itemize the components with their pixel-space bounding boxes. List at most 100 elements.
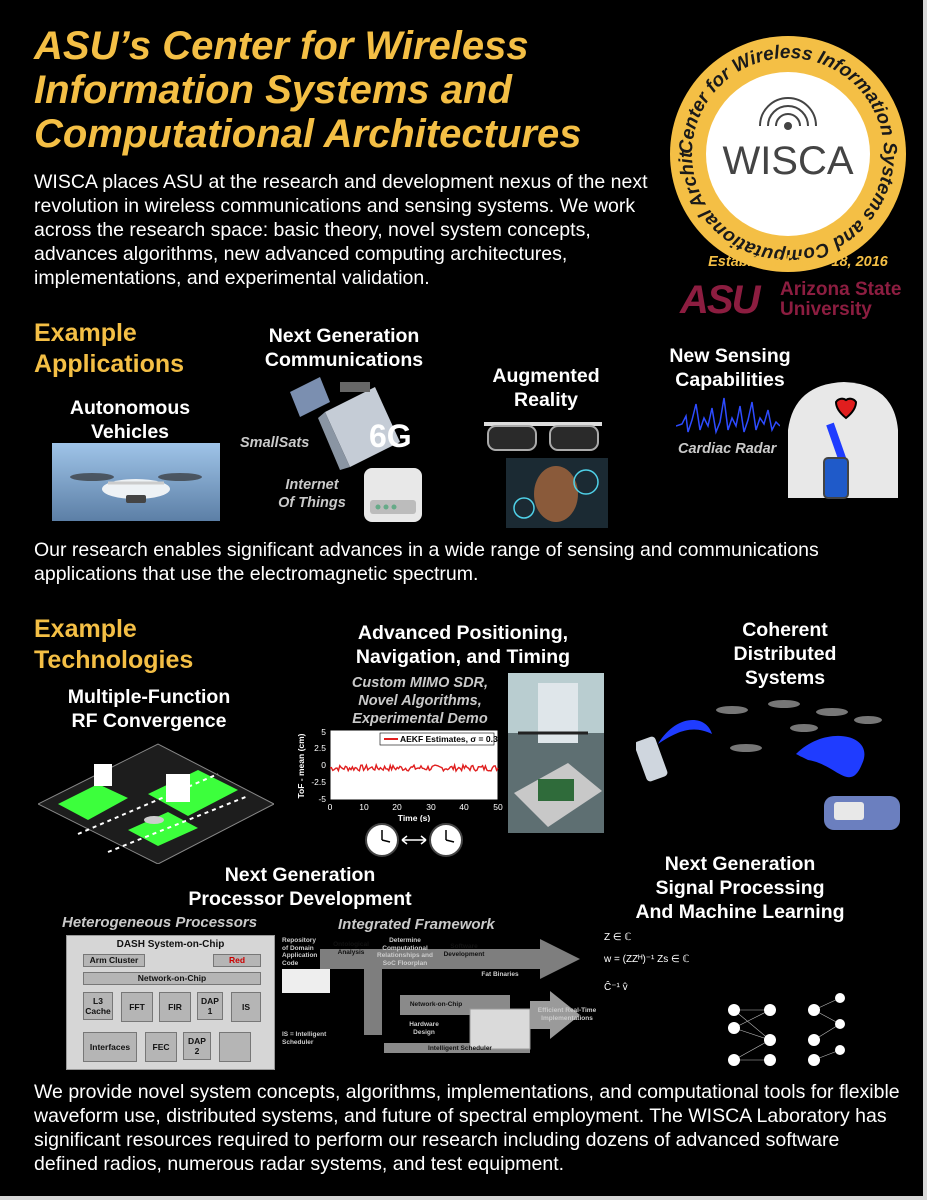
iot-device-image [364, 468, 422, 522]
logo-wave-icon [759, 97, 817, 130]
dash-block-dap2: DAP 2 [183, 1032, 211, 1060]
iot-label-line1: Internet [285, 477, 339, 493]
ar-line1: Augmented [492, 365, 600, 387]
pnt-sub3: Experimental Demo [352, 711, 488, 727]
sensing-line2: Capabilities [675, 369, 785, 391]
rf-line1: Multiple-Function [67, 686, 231, 708]
wisca-logo: Center for Wireless Information Systems … [668, 34, 906, 272]
technologies-heading: Example Technologies [34, 614, 193, 676]
coherent-distributed-image [636, 700, 900, 830]
tof-ytick-4: -2.5 [311, 777, 326, 787]
closing-paragraph: We provide novel system concepts, algori… [34, 1081, 900, 1175]
rf-heading: Multiple-Function RF Convergence [34, 685, 264, 733]
pnt-sub1: Custom MIMO SDR, [351, 675, 489, 691]
tof-xtick-5: 40 [459, 802, 469, 812]
sixg-label: 6G [369, 418, 412, 454]
cardiac-body-image [788, 382, 898, 499]
tof-xtick-6: 50 [493, 802, 503, 812]
autonomous-line2: Vehicles [90, 421, 170, 443]
nextgen-comm-line2: Communications [264, 349, 424, 371]
dash-block-fft: FFT [121, 992, 153, 1022]
tof-ytick-5: -5 [318, 794, 326, 804]
iot-label-line2: Of Things [278, 495, 346, 511]
svg-text:Ĉ⁻¹ v̂: Ĉ⁻¹ v̂ [604, 980, 628, 993]
autonomous-heading: Autonomous Vehicles [40, 396, 220, 444]
smallsats-label: SmallSats [240, 435, 310, 451]
sensing-heading: New Sensing Capabilities [650, 344, 810, 392]
nextgen-comm-line1: Next Generation [268, 325, 420, 347]
technologies-heading-line2: Technologies [34, 646, 194, 674]
fw-determine: Determine Computational Relationships an… [377, 937, 433, 967]
processor-line2: Processor Development [188, 888, 412, 910]
dash-block-dap1: DAP 1 [197, 992, 223, 1020]
sensing-line1: New Sensing [669, 345, 791, 367]
tof-legend-text: AEKF Estimates, σ = 0.3cm [400, 734, 506, 744]
rf-convergence-image [38, 743, 274, 864]
smallsat-image [290, 377, 400, 470]
dash-arm-cluster: Arm Cluster [83, 954, 145, 967]
dash-title: DASH System-on-Chip [116, 939, 225, 950]
tof-ytick-2: 2.5 [314, 743, 326, 753]
fw-repo: Repository of Domain Application Code [282, 937, 318, 967]
coherent-line2: Distributed [733, 643, 837, 665]
ar-line2: Reality [514, 389, 578, 411]
coherent-line1: Coherent [742, 619, 828, 641]
clock-sync-icon [365, 823, 463, 857]
applications-heading-line2: Applications [34, 350, 185, 378]
fw-code-snippet [282, 969, 330, 993]
fw-efficient: Efficient Real-Time Implementations [537, 1007, 597, 1022]
pnt-line1: Advanced Positioning, [357, 622, 569, 644]
drone-image [52, 443, 220, 521]
signal-line1: Next Generation [664, 853, 816, 875]
coherent-line3: Systems [744, 667, 826, 689]
integrated-framework-diagram: Repository of Domain Application Code On… [280, 935, 598, 1057]
phone-icon [636, 736, 668, 782]
dash-block-interfaces: Interfaces [83, 1032, 137, 1062]
logo-center-text: WISCA [722, 139, 853, 183]
applications-heading-line1: Example [34, 319, 137, 347]
signal-heading: Next Generation Signal Processing And Ma… [620, 852, 860, 924]
signal-line2: Signal Processing [655, 877, 825, 899]
dash-soc-diagram: DASH System-on-Chip Arm Cluster Red Netw… [66, 935, 275, 1070]
tof-xlabel: Time (s) [398, 813, 431, 822]
fw-scheduler: Intelligent Scheduler [428, 1045, 492, 1052]
established-date: Established June 18, 2016 [708, 254, 888, 270]
tof-xtick-2: 10 [359, 802, 369, 812]
beam-right [796, 735, 865, 778]
signal-line3: And Machine Learning [635, 901, 845, 923]
intro-paragraph: WISCA places ASU at the research and dev… [34, 171, 648, 289]
cardiac-radar-label: Cardiac Radar [678, 441, 777, 457]
neural-net-edges [733, 997, 841, 1061]
processor-heading: Next Generation Processor Development [165, 863, 435, 911]
beam-left [658, 720, 712, 744]
asu-wordmark-line1: Arizona State [780, 279, 902, 300]
poster-title: ASU’s Center for Wireless Information Sy… [34, 24, 582, 156]
fw-onto: Ontological Analysis [333, 941, 369, 956]
framework-arrows [320, 939, 580, 1053]
pnt-line2: Navigation, and Timing [355, 646, 571, 668]
fw-software: Software Development [443, 943, 485, 958]
ar-glasses-image [484, 422, 602, 451]
processor-line1: Next Generation [224, 864, 376, 886]
autonomous-line1: Autonomous [69, 397, 191, 419]
coherent-heading: Coherent Distributed Systems [710, 618, 860, 690]
fw-noc: Network-on-Chip [409, 1001, 463, 1008]
lab-testbed-photo [508, 673, 604, 833]
tof-xtick-3: 20 [392, 802, 402, 812]
tof-ylabel: ToF - mean (cm) [296, 733, 306, 798]
asu-logo: ASU Arizona State University [680, 278, 910, 324]
integrated-label: Integrated Framework [338, 916, 495, 933]
dash-block-empty [219, 1032, 251, 1062]
iot-label: Internet Of Things [272, 476, 352, 512]
ar-heading: Augmented Reality [484, 364, 608, 412]
dash-block-l3: L3 Cache [83, 992, 113, 1020]
pnt-sub2: Novel Algorithms, [358, 693, 482, 709]
fw-is-note: IS = Intelligent Scheduler [282, 1031, 327, 1046]
tof-ytick-1: 5 [321, 727, 326, 737]
tof-ytick-3: 0 [321, 760, 326, 770]
pnt-heading: Advanced Positioning, Navigation, and Ti… [318, 621, 608, 669]
nextgen-comm-heading: Next Generation Communications [244, 324, 444, 372]
heterogeneous-label: Heterogeneous Processors [62, 914, 258, 931]
dash-block-is: IS [231, 992, 261, 1022]
